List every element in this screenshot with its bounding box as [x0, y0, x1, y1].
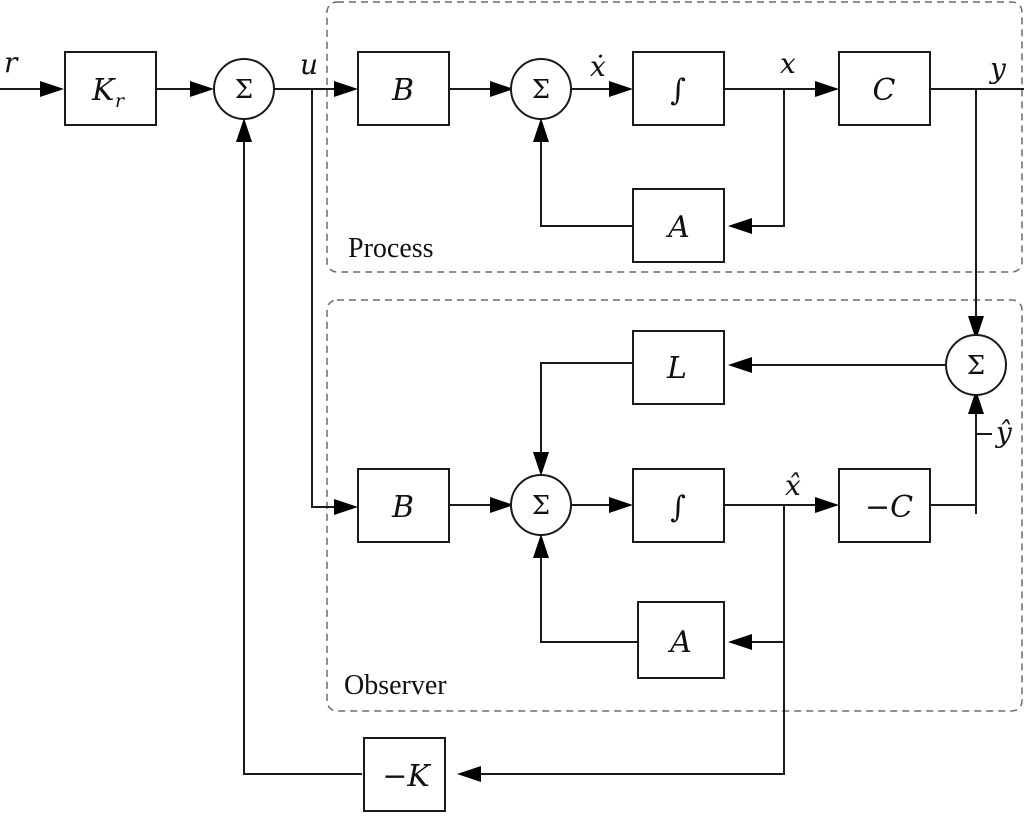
svg-text:r: r — [115, 90, 126, 112]
arrow-icon — [40, 81, 64, 97]
block-b-process: B — [357, 51, 450, 126]
svg-text:−K: −K — [382, 759, 431, 794]
arrow-icon — [609, 81, 633, 97]
svg-text:−C: −C — [865, 490, 913, 525]
signal-r-label: r — [4, 46, 19, 79]
arrow-icon — [490, 81, 514, 97]
signal-x-label: x — [780, 47, 796, 80]
signal-xhat-label: x̂ — [785, 469, 801, 502]
svg-text:B: B — [391, 490, 414, 525]
arrowheads — [40, 81, 984, 782]
sigma-icon: Σ — [532, 491, 550, 521]
signal-y-label: y — [988, 52, 1007, 85]
signal-xdot-label: ẋ — [590, 50, 606, 83]
arrow-icon — [728, 218, 752, 234]
svg-text:A: A — [667, 625, 692, 660]
signal-u-label: u — [300, 48, 318, 81]
block-a-process: A — [632, 188, 725, 263]
svg-text:K: K — [91, 73, 116, 108]
process-region — [326, 1, 1023, 273]
arrow-icon — [334, 81, 358, 97]
svg-text:B: B — [391, 73, 414, 108]
sum-junction-process: Σ — [510, 58, 572, 120]
observer-region — [326, 299, 1023, 712]
arrow-icon — [728, 634, 752, 650]
svg-text:∫: ∫ — [670, 73, 686, 108]
block-l-observer: L — [632, 330, 725, 405]
arrow-icon — [533, 118, 549, 142]
block-kr: K r — [64, 51, 157, 126]
svg-text:A: A — [665, 210, 690, 245]
arrow-icon — [334, 499, 358, 515]
block-c-process: C — [838, 51, 931, 126]
sigma-icon: Σ — [235, 75, 253, 105]
block-integrator-process: ∫ — [632, 51, 725, 126]
arrow-icon — [490, 497, 514, 513]
process-region-label: Process — [348, 233, 434, 264]
arrow-icon — [728, 357, 752, 373]
arrow-icon — [815, 81, 839, 97]
signal-yhat-label: ŷ — [994, 416, 1013, 449]
block-integrator-observer: ∫ — [632, 468, 725, 543]
sum-junction-input: Σ — [213, 58, 275, 120]
svg-text:∫: ∫ — [670, 490, 686, 525]
observer-region-label: Observer — [344, 670, 447, 701]
arrow-icon — [609, 497, 633, 513]
arrow-icon — [533, 534, 549, 558]
block-negc-observer: −C — [838, 468, 931, 543]
block-a-observer: A — [637, 601, 725, 679]
arrow-icon — [968, 390, 984, 414]
arrow-icon — [190, 81, 214, 97]
sigma-icon: Σ — [532, 75, 550, 105]
block-negk: −K — [363, 737, 446, 812]
arrow-icon — [236, 118, 252, 142]
sum-junction-error: Σ — [945, 334, 1007, 396]
arrow-icon — [968, 316, 984, 340]
arrow-icon — [815, 497, 839, 513]
wires — [0, 88, 1024, 775]
sigma-icon: Σ — [967, 351, 985, 381]
svg-text:C: C — [873, 73, 896, 108]
arrow-icon — [457, 766, 481, 782]
sum-junction-observer: Σ — [510, 474, 572, 536]
block-b-observer: B — [357, 468, 450, 543]
arrow-icon — [533, 452, 549, 476]
svg-text:L: L — [666, 351, 687, 386]
